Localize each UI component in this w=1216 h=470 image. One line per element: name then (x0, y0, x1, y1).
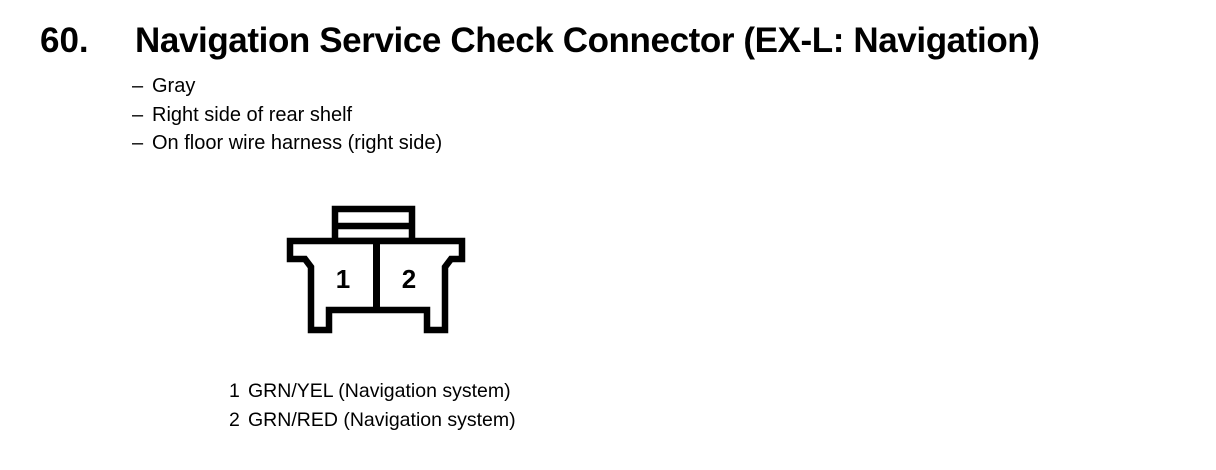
legend-row: 1 GRN/YEL (Navigation system) (229, 377, 516, 406)
pin-2-label: 2 (402, 264, 416, 294)
dash-bullet: – (132, 103, 144, 126)
legend-pin-number: 2 (229, 408, 240, 431)
legend-wire-label: GRN/RED (Navigation system) (248, 408, 516, 431)
section-title: Navigation Service Check Connector (EX-L… (135, 21, 1040, 60)
legend-pin-number: 1 (229, 380, 240, 402)
pin-1-label: 1 (336, 264, 350, 294)
detail-item: – Gray (132, 72, 442, 101)
detail-text: Right side of rear shelf (152, 103, 353, 126)
detail-item: – On floor wire harness (right side) (132, 129, 442, 158)
legend-row: 2 GRN/RED (Navigation system) (229, 406, 516, 435)
connector-diagram: 1 2 (286, 205, 466, 334)
section-number: 60. (40, 21, 89, 60)
dash-bullet: – (132, 75, 144, 97)
detail-list: – Gray – Right side of rear shelf – On f… (132, 72, 442, 158)
dash-bullet: – (132, 132, 144, 154)
detail-item: – Right side of rear shelf (132, 101, 442, 130)
detail-text: On floor wire harness (right side) (152, 132, 443, 154)
legend-wire-label: GRN/YEL (Navigation system) (248, 380, 511, 402)
pin-legend: 1 GRN/YEL (Navigation system) 2 GRN/RED … (229, 377, 516, 434)
detail-text: Gray (152, 75, 196, 97)
